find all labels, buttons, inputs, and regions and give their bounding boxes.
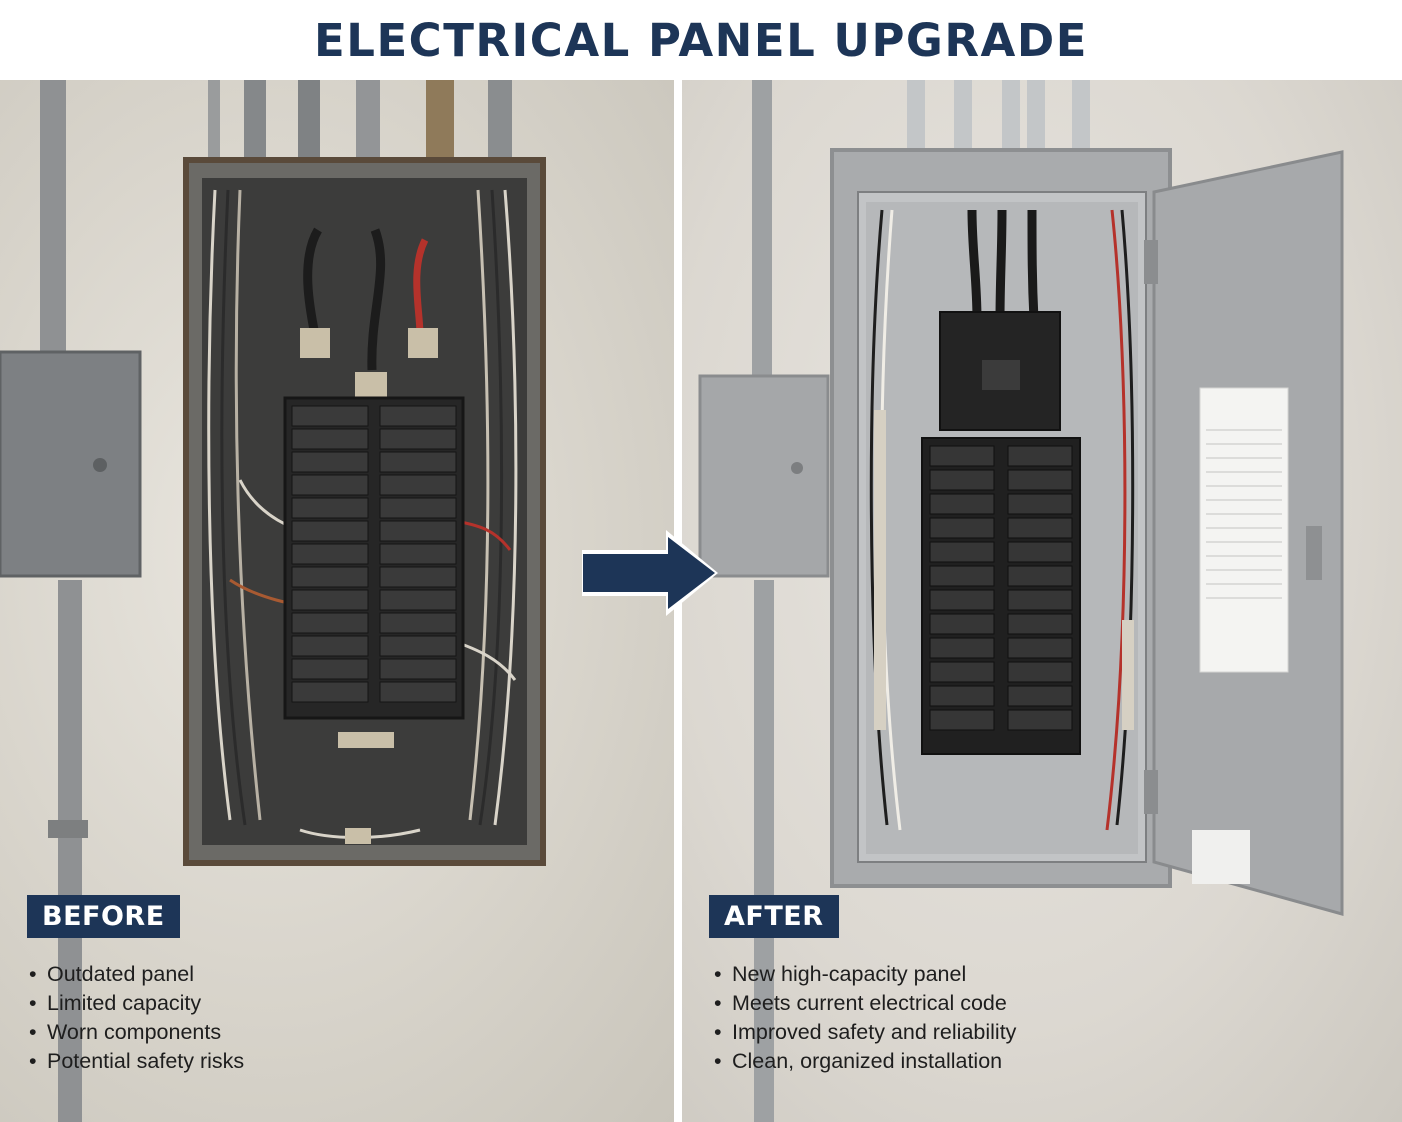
bullet-icon: • — [29, 991, 37, 1015]
list-item: •Potential safety risks — [29, 1047, 244, 1076]
arrow-right-icon — [582, 530, 718, 616]
old-panel-illustration — [0, 80, 546, 1122]
bullet-icon: • — [714, 991, 722, 1015]
before-label: BEFORE — [27, 895, 180, 938]
new-panel-illustration — [698, 80, 1344, 1122]
list-item: •Meets current electrical code — [714, 989, 1016, 1018]
bullet-icon: • — [29, 1049, 37, 1073]
list-item: •Outdated panel — [29, 960, 244, 989]
bullet-icon: • — [714, 1049, 722, 1073]
list-item: •Worn components — [29, 1018, 244, 1047]
bullet-icon: • — [29, 1020, 37, 1044]
after-photo — [682, 80, 1402, 1122]
after-points-list: •New high-capacity panel •Meets current … — [714, 960, 1016, 1076]
before-photo — [0, 80, 674, 1122]
list-item: •Limited capacity — [29, 989, 244, 1018]
bullet-icon: • — [714, 962, 722, 986]
list-item: •Improved safety and reliability — [714, 1018, 1016, 1047]
bullet-icon: • — [29, 962, 37, 986]
list-item: •Clean, organized installation — [714, 1047, 1016, 1076]
after-label: AFTER — [709, 895, 839, 938]
before-points-list: •Outdated panel •Limited capacity •Worn … — [29, 960, 244, 1076]
list-item: •New high-capacity panel — [714, 960, 1016, 989]
page-title: ELECTRICAL PANEL UPGRADE — [0, 0, 1402, 80]
bullet-icon: • — [714, 1020, 722, 1044]
